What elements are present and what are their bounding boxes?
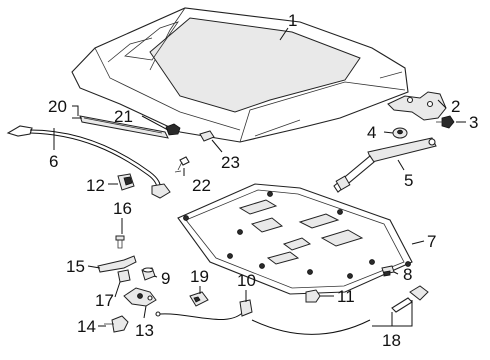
callout-13: 13 <box>135 321 154 340</box>
bolt-part-3 <box>436 115 455 129</box>
callout-5: 5 <box>404 171 413 190</box>
insulator-pad-part <box>177 183 413 295</box>
leader-lines <box>53 27 466 327</box>
hood-panel <box>71 7 409 143</box>
hinge-part <box>387 91 447 121</box>
callout-14: 14 <box>77 317 96 336</box>
clip-part <box>117 173 135 191</box>
hood-bumper-part <box>199 130 215 142</box>
callout-2: 2 <box>451 97 460 116</box>
nut-part-11 <box>305 289 321 303</box>
callout-8: 8 <box>403 265 412 284</box>
latch-part <box>123 287 157 307</box>
bolt-part-14 <box>104 315 129 333</box>
latch-bracket-part <box>97 255 137 283</box>
cable-end-part-18 <box>391 285 429 313</box>
callout-12: 12 <box>86 176 105 195</box>
callout-21: 21 <box>114 107 133 126</box>
release-cable-10 <box>155 299 371 335</box>
seal-assembly <box>79 115 181 139</box>
nut-part-4 <box>392 127 408 139</box>
callout-17: 17 <box>95 291 114 310</box>
screw-part <box>174 156 190 173</box>
callout-15: 15 <box>66 257 85 276</box>
plug-part-8 <box>381 265 395 277</box>
callout-18: 18 <box>382 331 401 350</box>
callout-16: 16 <box>113 199 132 218</box>
release-cable-part <box>6 125 171 199</box>
callout-3: 3 <box>469 113 478 132</box>
callout-23: 23 <box>221 153 240 172</box>
callout-6: 6 <box>49 152 58 171</box>
callout-22: 22 <box>192 176 211 195</box>
push-clip-part <box>115 235 125 249</box>
gas-strut-part <box>333 137 437 193</box>
clip-part-19 <box>189 291 209 307</box>
callout-1: 1 <box>288 11 297 30</box>
grommet-part-9 <box>141 267 156 281</box>
callout-9: 9 <box>161 269 170 288</box>
callout-20: 20 <box>48 97 67 116</box>
callout-7: 7 <box>427 232 436 251</box>
callout-labels: 1 2 3 4 5 6 7 8 9 10 11 12 13 14 15 16 1… <box>48 11 478 350</box>
callout-19: 19 <box>190 267 209 286</box>
callout-11: 11 <box>337 287 355 306</box>
callout-10: 10 <box>237 271 256 290</box>
callout-4: 4 <box>367 123 376 142</box>
